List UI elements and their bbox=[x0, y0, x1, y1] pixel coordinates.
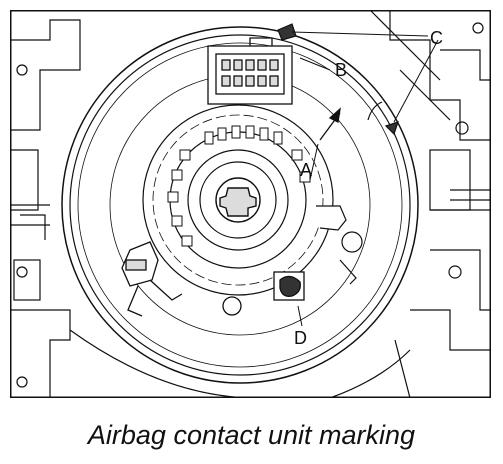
callout-b: B bbox=[335, 60, 347, 80]
lower-housing bbox=[69, 329, 411, 398]
callout-c: C bbox=[430, 28, 443, 48]
rotor-teeth bbox=[167, 125, 311, 247]
callout-a: A bbox=[300, 160, 312, 180]
right-clip bbox=[316, 205, 363, 285]
arrow-a bbox=[319, 107, 341, 141]
marking-c bbox=[277, 23, 399, 136]
technical-drawing: A B C D bbox=[10, 10, 491, 398]
leader-lines bbox=[291, 31, 439, 327]
marking-d bbox=[273, 271, 305, 301]
figure-caption: Airbag contact unit marking bbox=[87, 420, 416, 450]
callout-d: D bbox=[294, 328, 307, 348]
column-housing-right bbox=[369, 10, 491, 398]
left-cable-connector bbox=[121, 241, 242, 317]
column-housing-left bbox=[10, 19, 81, 398]
top-connector bbox=[207, 37, 293, 105]
